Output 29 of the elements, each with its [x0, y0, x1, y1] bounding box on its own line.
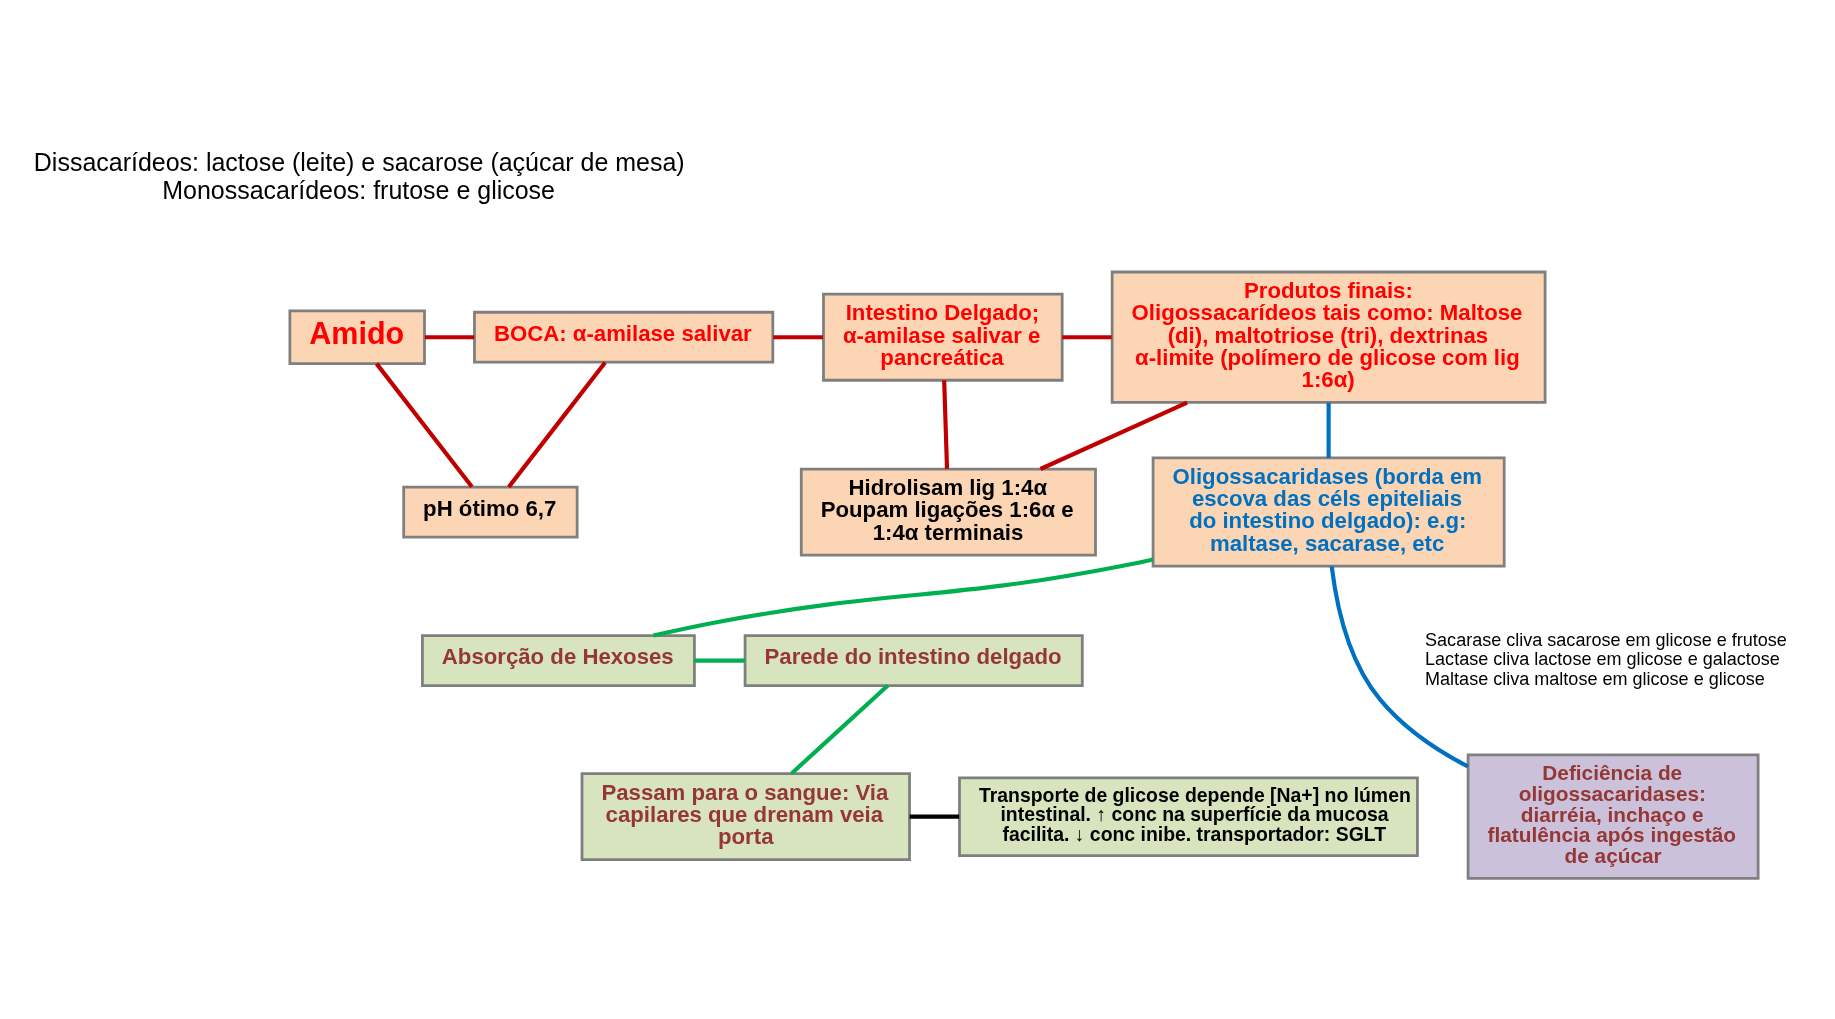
node-box: Oligossacaridases (borda em escova das céls epiteliais do intestino delgado): e.g: maltase, sacarase, etc [1151, 456, 1506, 568]
connector [374, 361, 474, 488]
node-box: Hidrolisam lig 1:4α Poupam ligações 1:6α e 1:4α terminais [799, 467, 1097, 556]
connector [773, 334, 823, 339]
node-box: Intestino Delgado; α-amilase salivar e pancreática [822, 292, 1064, 382]
node-box: Absorção de Hexoses [421, 633, 696, 687]
connector [694, 658, 745, 663]
node-box: Produtos finais: Oligossacarídeos tais como: Maltose (di), maltotriose (tri), dextrinas α-limite (polímero de glicose com lig 1:6α) [1110, 270, 1547, 404]
node-box: Deficiência de oligossacaridases: diarréia, inchaço e flatulência após ingestão de açúcar [1466, 753, 1760, 880]
connector [942, 379, 950, 469]
connector [790, 683, 890, 775]
connector [1062, 334, 1112, 339]
node-box: Passam para o sangue: Via capilares que drenam veia porta [580, 771, 911, 861]
node-box: BOCA: α-amilase salivar [473, 310, 775, 364]
label: Sacarase cliva sacarose em glicose e frutose [1425, 629, 1787, 650]
connector [1326, 402, 1331, 458]
node-box: Amido [288, 308, 426, 365]
label: Dissacarídeos: lactose (leite) e sacarose (açúcar de mesa) [33, 147, 685, 176]
connector [653, 556, 1154, 638]
node-box: pH ótimo 6,7 [402, 485, 579, 538]
label: Monossacarídeos: frutose e glicose [162, 175, 555, 204]
node-box: Transporte de glicose depende [Na+] no lúmen intestinal. ↑ conc na superfície da mucosa facilita. ↓ conc inibe. transportador: SGLT [958, 775, 1419, 857]
connector [909, 814, 960, 819]
connector [424, 334, 475, 339]
connector [507, 360, 607, 488]
node-box: Parede do intestino delgado [743, 633, 1084, 687]
label: Maltase cliva maltose em glicose e glicose [1425, 668, 1765, 689]
connector [1329, 565, 1469, 768]
connector [1039, 400, 1188, 471]
